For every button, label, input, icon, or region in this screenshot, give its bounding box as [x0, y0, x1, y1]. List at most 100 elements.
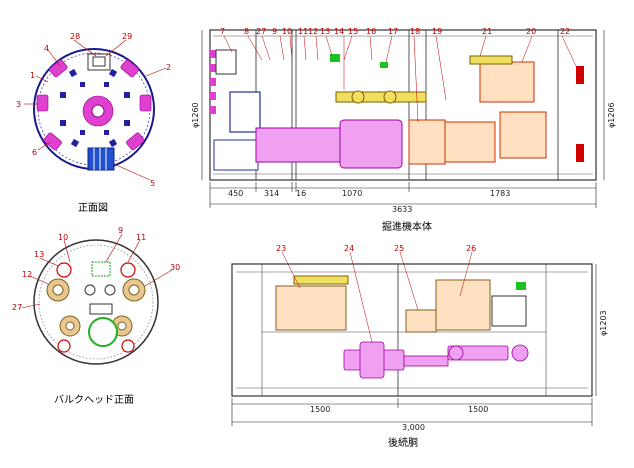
hydraulic-pump-unit: [444, 121, 496, 163]
dim-1783: 1783: [490, 189, 510, 198]
label-30: 30: [170, 263, 180, 272]
bulkhead-red-ports: [56, 262, 136, 353]
motor-20: [479, 61, 535, 103]
label-23: 23: [276, 244, 286, 253]
top-port-window: [92, 56, 106, 67]
label-11: 11: [136, 233, 146, 242]
label-13-main: 13: [320, 27, 330, 36]
label-1: 1: [30, 71, 35, 80]
cutter-bits: [60, 68, 130, 148]
screw-conveyor-front: [255, 127, 341, 163]
main-body-view: 7 8 27 9 10 11 12 13 14 15 16 17 18 19 2…: [191, 27, 616, 233]
label-20: 20: [526, 27, 536, 36]
caption-main-body: 掘進機本体: [382, 220, 432, 233]
diam-trailing: φ1203: [599, 310, 608, 336]
caption-bulkhead-front: バルクヘッド正面: [54, 394, 134, 406]
label-22: 22: [560, 27, 570, 36]
label-7: 7: [220, 27, 225, 36]
trailing-leaders: [281, 251, 473, 343]
front-view-leaders: [24, 39, 167, 181]
caption-trailing: 後続胴: [388, 436, 418, 449]
bulkhead-center-slot: [89, 303, 113, 315]
label-3: 3: [16, 100, 21, 109]
label-17: 17: [388, 27, 398, 36]
bulkhead-bolt-circle: [38, 244, 154, 360]
dim-1070: 1070: [342, 189, 362, 198]
screw-conveyor-motor: [339, 119, 403, 169]
discharge-pipe: [335, 91, 427, 103]
label-12-main: 12: [308, 27, 318, 36]
label-28: 28: [70, 32, 80, 41]
bulkhead-view: 10 9 11 13 12 30 27 バルクヘッド正面: [12, 226, 180, 406]
red-block-bottom: [576, 144, 584, 162]
label-6: 6: [32, 148, 37, 157]
label-15: 15: [348, 27, 358, 36]
rail-21: [469, 55, 513, 65]
lower-drive-housing: [213, 139, 259, 171]
green-gauge-17: [380, 62, 388, 68]
dim-1500-left: 1500: [310, 405, 330, 414]
dim-3000: 3,000: [402, 423, 425, 432]
green-gauge-12: [330, 54, 340, 62]
screw-inlet-grid: [93, 148, 107, 170]
dim-1500-right: 1500: [468, 405, 488, 414]
equipment-26: [435, 279, 491, 331]
dim-16: 16: [296, 189, 306, 198]
label-24: 24: [344, 244, 354, 253]
screw-inlet-block: [87, 147, 115, 171]
pipe-valve-1: [351, 90, 365, 104]
label-25: 25: [394, 244, 404, 253]
rail-trailing: [293, 275, 349, 285]
pipe-valve-2: [383, 90, 397, 104]
label-14: 14: [334, 27, 344, 36]
trailing-dim-lines: [231, 398, 593, 426]
bulkhead-ring-holes: [52, 284, 140, 331]
dim-314: 314: [264, 189, 279, 198]
trailing-view: 23 24 25 26 φ1203 1500 1500 3,000 後続胴: [231, 244, 608, 449]
bulkhead-inner-port: [84, 284, 96, 296]
bulkhead-outline: [33, 239, 159, 365]
red-block-top: [576, 66, 584, 84]
label-2: 2: [166, 63, 171, 72]
label-4: 4: [44, 44, 49, 53]
bulkhead-leaders: [21, 233, 173, 309]
label-21: 21: [482, 27, 492, 36]
label-5: 5: [150, 179, 155, 188]
label-27: 27: [12, 303, 22, 312]
main-body-leaders: [223, 35, 577, 123]
main-body-dim-lines: [209, 182, 597, 208]
label-19: 19: [432, 27, 442, 36]
front-view: 28 29 4 1 2 3 6 5 正面図: [16, 32, 171, 214]
slurry-pipe-24: [343, 341, 529, 379]
diam-right: φ1206: [607, 102, 616, 128]
bulkhead-inner-port-right: [104, 284, 116, 296]
motor-26: [491, 295, 527, 327]
label-9-main: 9: [272, 27, 277, 36]
label-18: 18: [410, 27, 420, 36]
motor-lower: [499, 111, 547, 159]
label-8: 8: [244, 27, 249, 36]
label-11-main: 11: [298, 27, 308, 36]
label-27-main: 27: [256, 27, 266, 36]
caption-front-view: 正面図: [78, 202, 108, 214]
equipment-25: [405, 309, 437, 333]
label-10-main: 10: [282, 27, 292, 36]
dim-3633: 3633: [392, 205, 412, 214]
main-drive-housing: [229, 91, 261, 133]
equipment-23: [275, 285, 347, 331]
green-gauge-trailing: [516, 282, 526, 290]
disc-cutters: [36, 59, 152, 151]
label-26: 26: [466, 244, 476, 253]
screw-conveyor-port: [88, 317, 118, 347]
label-12: 12: [22, 270, 32, 279]
center-cutter-hub: [91, 104, 105, 118]
dim-450: 450: [228, 189, 243, 198]
diam-left: φ1260: [191, 102, 200, 128]
bulkhead-green-box: [91, 261, 111, 277]
label-16: 16: [366, 27, 376, 36]
hydraulic-cylinder-housing: [408, 119, 446, 165]
label-10: 10: [58, 233, 68, 242]
cutter-drum: [215, 49, 237, 75]
label-13: 13: [34, 250, 44, 259]
